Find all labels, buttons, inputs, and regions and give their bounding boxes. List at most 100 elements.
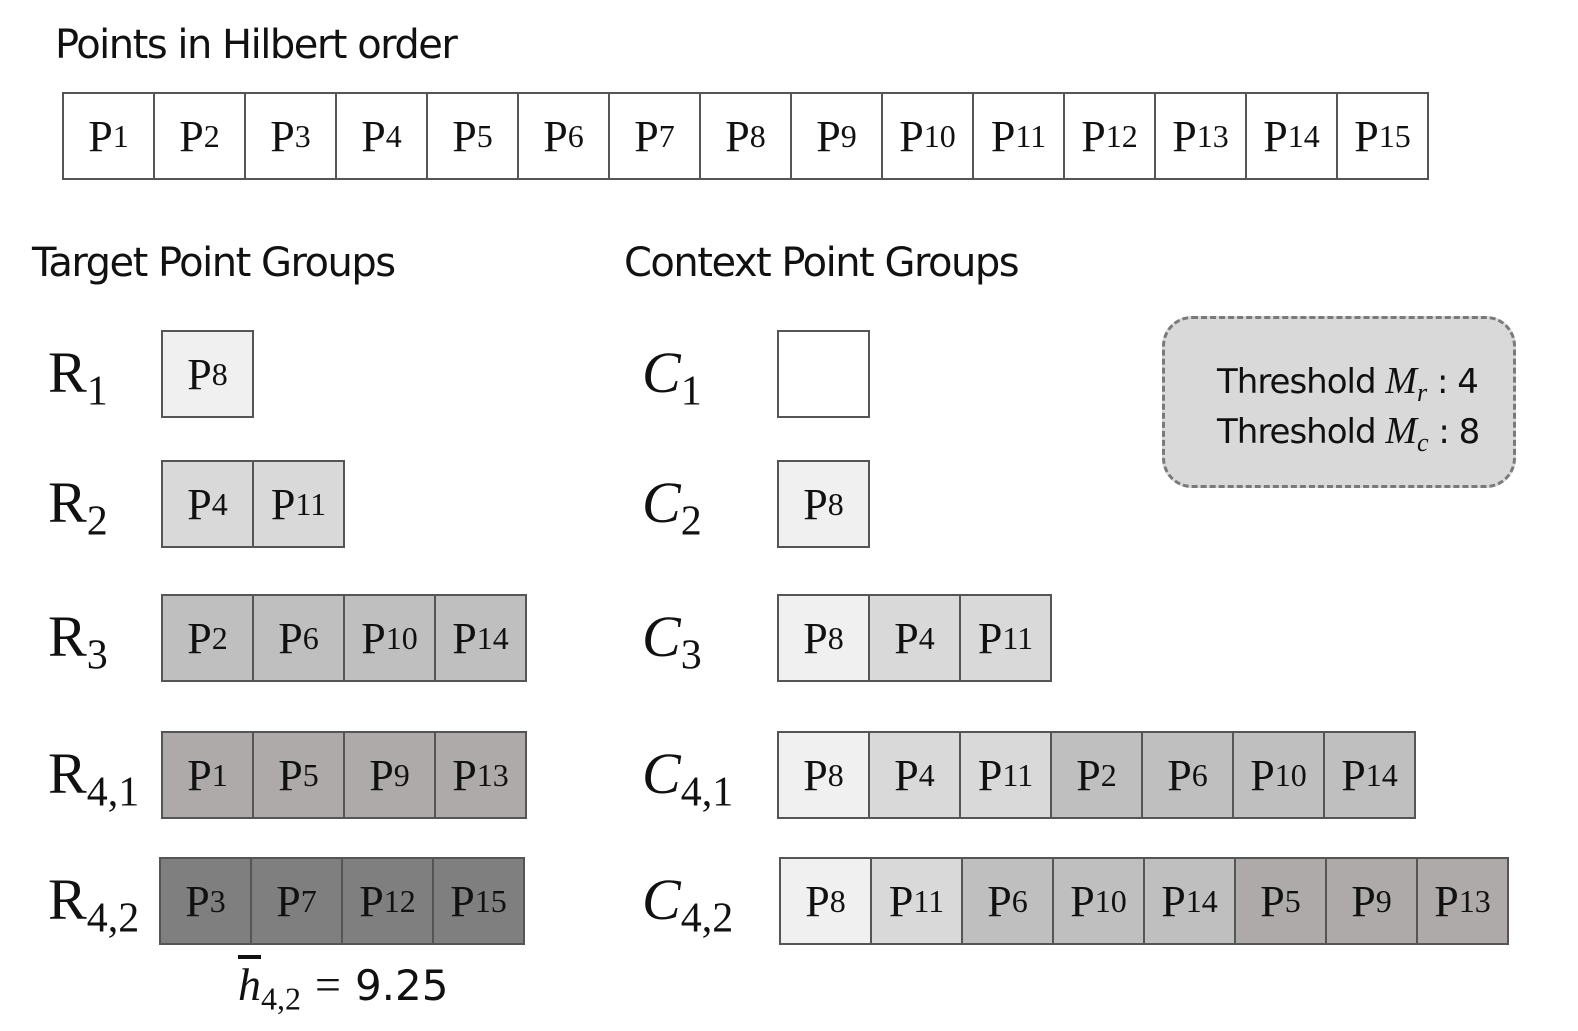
point-letter: P [977, 613, 1003, 663]
point-letter: P [894, 750, 919, 800]
threshold-mc-line: Threshold Mc : 8 [1217, 409, 1480, 455]
point-letter: P [450, 876, 475, 926]
point-letter: P [278, 613, 303, 663]
threshold-mr-value: : 4 [1436, 362, 1479, 402]
hbar-value: 9.25 [354, 961, 449, 1010]
mean-hilbert-annotation: h4,2=9.25 [238, 958, 449, 1015]
point-letter: P [1341, 750, 1366, 800]
point-letter: P [88, 111, 113, 161]
point-letter: P [803, 479, 828, 529]
point-letter: P [1167, 750, 1192, 800]
hbar-symbol: h [238, 959, 261, 1010]
point-letter: P [1260, 876, 1285, 926]
point-letter: P [1354, 111, 1379, 161]
point-letter: P [187, 479, 212, 529]
point-letter: P [803, 613, 828, 663]
context-group-label-1: C1 [642, 340, 702, 415]
point-letter: P [452, 750, 477, 800]
point-letter: P [270, 111, 295, 161]
target-group-label-4-1: R4,1 [48, 741, 140, 816]
target-groups-heading: Target Point Groups [32, 240, 396, 286]
point-letter: P [1161, 876, 1186, 926]
point-letter: P [179, 111, 204, 161]
point-letter: P [725, 111, 750, 161]
point-letter: P [187, 613, 212, 663]
point-letter: P [987, 876, 1012, 926]
target-group-label-1: R1 [48, 340, 108, 415]
point-letter: P [270, 479, 296, 529]
point-letter: P [805, 876, 830, 926]
threshold-mr-line: Threshold Mr : 4 [1217, 359, 1479, 407]
threshold-box: Threshold Mr : 4 Threshold Mc : 8 [1162, 316, 1516, 488]
context-group-label-4-1: C4,1 [642, 741, 734, 816]
point-letter: P [185, 876, 210, 926]
target-group-label-4-2: R4,2 [48, 867, 140, 942]
point-letter: P [361, 111, 386, 161]
hbar-equals: = [315, 959, 341, 1010]
threshold-mr-symbol: Mr [1385, 360, 1428, 407]
point-letter: P [276, 876, 301, 926]
point-letter: P [187, 349, 212, 399]
hilbert-order-heading: Points in Hilbert order [55, 22, 458, 68]
point-letter: P [1351, 876, 1376, 926]
context-group-label-4-2: C4,2 [642, 867, 734, 942]
point-letter: P [1070, 876, 1095, 926]
point-letter: P [816, 111, 841, 161]
point-letter: P [543, 111, 568, 161]
context-group-cell-empty [777, 330, 870, 418]
point-letter: P [803, 750, 828, 800]
target-group-label-2: R2 [48, 470, 108, 545]
point-letter: P [452, 613, 477, 663]
point-letter: P [1076, 750, 1101, 800]
point-letter: P [369, 750, 394, 800]
point-letter: P [634, 111, 659, 161]
point-letter: P [1263, 111, 1288, 161]
point-letter: P [899, 111, 924, 161]
